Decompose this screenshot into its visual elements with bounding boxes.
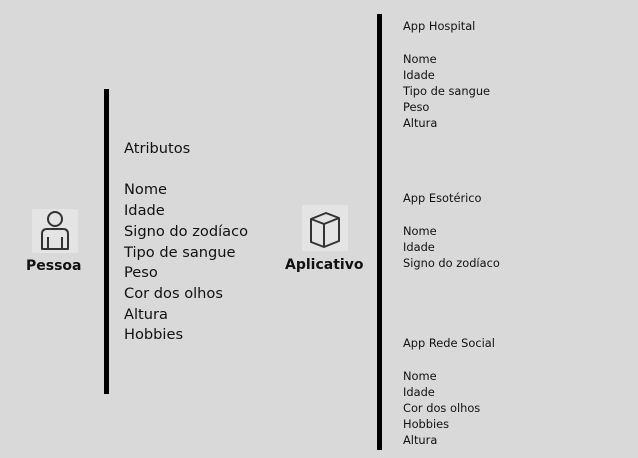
list-item: Peso: [403, 99, 430, 114]
person-icon: [32, 209, 78, 253]
pessoa-label: Pessoa: [26, 258, 82, 274]
list-item: Altura: [403, 432, 438, 447]
list-item: Idade: [403, 239, 435, 254]
box-icon: [302, 205, 348, 251]
list-item: Idade: [403, 384, 435, 399]
list-item: Signo do zodíaco: [403, 255, 500, 270]
list-item: Nome: [403, 223, 437, 238]
list-item: Tipo de sangue: [124, 243, 236, 261]
list-item: Idade: [124, 202, 165, 220]
list-item: Cor dos olhos: [403, 400, 481, 415]
app-title: App Rede Social: [403, 336, 495, 350]
list-item: Nome: [124, 181, 168, 199]
list-item: Tipo de sangue: [403, 83, 491, 98]
app-title: App Hospital: [403, 19, 476, 33]
attributes-items: Nome Idade Signo do zodíaco Tipo de sang…: [124, 180, 248, 346]
app-esoterico: App Esotérico Nome Idade Signo do zodíac…: [403, 190, 500, 271]
app-items: Nome Idade Tipo de sangue Peso Altura: [403, 51, 490, 131]
app-rede-social: App Rede Social Nome Idade Cor dos olhos…: [403, 335, 495, 448]
app-hospital: App Hospital Nome Idade Tipo de sangue P…: [403, 18, 490, 131]
list-item: Nome: [403, 51, 437, 66]
list-item: Cor dos olhos: [124, 284, 223, 302]
aplicativo-label: Aplicativo: [285, 257, 364, 273]
attributes-list: Atributos Nome Idade Signo do zodíaco Ti…: [124, 139, 248, 346]
list-item: Altura: [124, 305, 168, 323]
list-item: Hobbies: [403, 416, 450, 431]
app-items: Nome Idade Cor dos olhos Hobbies Altura: [403, 368, 495, 448]
list-item: Altura: [403, 115, 438, 130]
divider-line-left: [104, 89, 109, 394]
list-item: Hobbies: [124, 326, 184, 344]
app-items: Nome Idade Signo do zodíaco: [403, 223, 500, 271]
divider-line-right: [377, 14, 382, 450]
list-item: Idade: [403, 67, 435, 82]
list-item: Nome: [403, 368, 437, 383]
attributes-title: Atributos: [124, 140, 191, 157]
list-item: Signo do zodíaco: [124, 222, 249, 240]
list-item: Peso: [124, 264, 158, 282]
app-title: App Esotérico: [403, 191, 482, 205]
